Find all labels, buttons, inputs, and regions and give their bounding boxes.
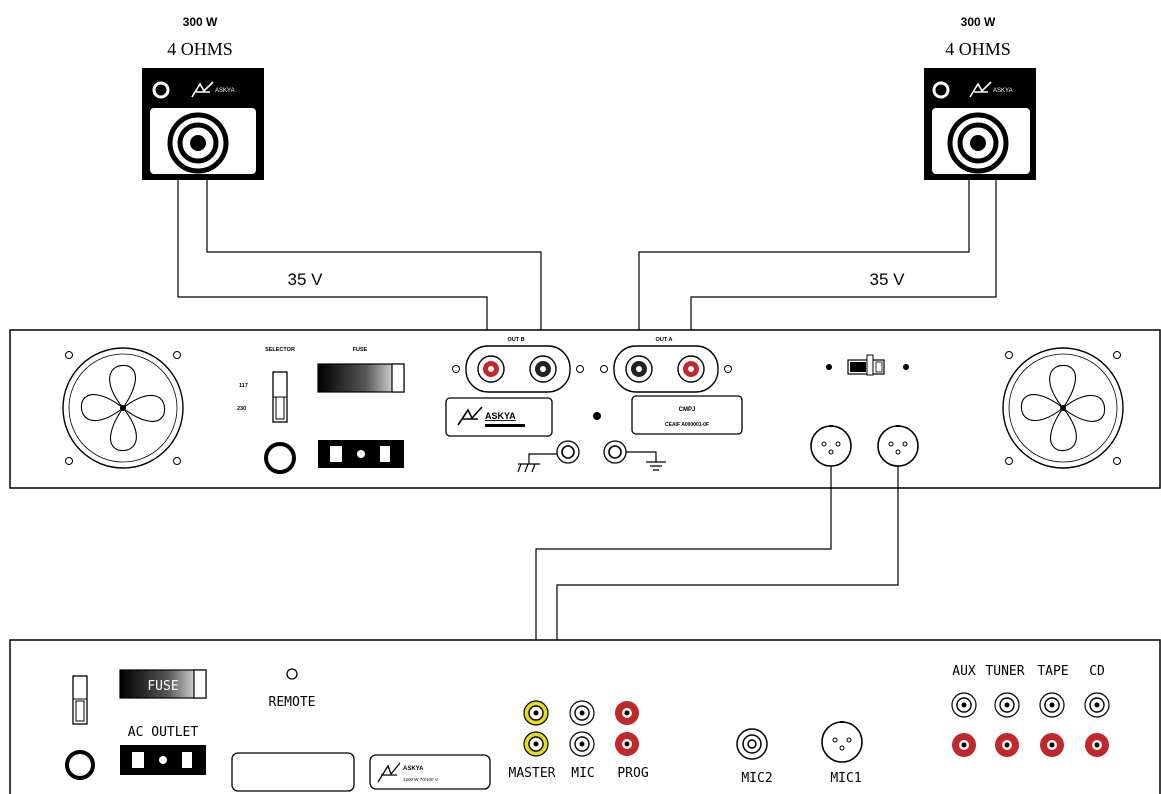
power-amplifier-panel: SELECTOR 117 230 FUSE OUT B: [9, 329, 1161, 489]
blank-plate: [231, 752, 355, 792]
xlr-input-a[interactable]: [810, 425, 852, 467]
ac-outlet-label: AC OUTLET: [128, 725, 199, 740]
selector-label: SELECTOR: [265, 347, 295, 353]
mixer-panel: FUSE AC OUTLET REMOTE ASKYA 1200 W 70/10…: [9, 639, 1161, 794]
remote-label: REMOTE: [269, 695, 316, 710]
prog-jack-bottom[interactable]: [615, 732, 639, 756]
cable-grommet-icon: [65, 750, 95, 780]
cd-jack-red[interactable]: [1085, 733, 1109, 757]
mic1-label: MIC1: [830, 771, 861, 786]
aux-label: AUX: [952, 664, 976, 679]
chassis-ground-terminal[interactable]: [556, 440, 580, 464]
out-b-red-terminal[interactable]: [477, 355, 505, 383]
model-label: CMPJ: [679, 407, 696, 413]
cable-grommet-icon: [264, 442, 296, 474]
prog-jack-top[interactable]: [615, 701, 639, 725]
speaker-left: 300 W 4 OHMS ASKYA: [142, 15, 264, 180]
out-a-red-terminal[interactable]: [677, 355, 705, 383]
speaker-left-impedance: 4 OHMS: [167, 39, 233, 59]
mic-label: MIC: [571, 766, 594, 781]
voltage-option-230: 230: [237, 406, 246, 412]
fan-left-icon: [62, 347, 184, 469]
cd-label: CD: [1089, 664, 1105, 679]
woofer-icon: [947, 112, 1009, 174]
mic-jack-bottom[interactable]: [569, 731, 595, 757]
aux-jack-white[interactable]: [951, 692, 977, 718]
cd-jack-white[interactable]: [1084, 692, 1110, 718]
amp-chassis: [9, 329, 1161, 489]
out-a-label: OUT A: [656, 337, 673, 343]
out-b-label: OUT B: [507, 337, 524, 343]
mixer-brand-plate: [369, 754, 491, 790]
woofer-icon: [167, 112, 229, 174]
prog-label: PROG: [617, 766, 648, 781]
voltage-label-right: 35 V: [870, 270, 906, 289]
tuner-jack-red[interactable]: [995, 733, 1019, 757]
speaker-brand: ASKYA: [215, 88, 235, 94]
cable-right-a: [638, 180, 970, 330]
tape-jack-white[interactable]: [1039, 692, 1065, 718]
fuse-label: FUSE: [353, 347, 368, 353]
mixer-fuse-label: FUSE: [147, 679, 178, 694]
cable-left-a: [177, 180, 488, 330]
tape-jack-red[interactable]: [1040, 733, 1064, 757]
master-label: MASTER: [509, 766, 556, 781]
tuner-label: TUNER: [985, 664, 1024, 679]
speaker-right-impedance: 4 OHMS: [945, 39, 1011, 59]
cable-master-top: [535, 466, 832, 713]
mic1-xlr-jack[interactable]: [821, 721, 863, 763]
speaker-right-power: 300 W: [961, 15, 996, 29]
speaker-left-power: 300 W: [183, 15, 218, 29]
earth-ground-terminal[interactable]: [603, 440, 627, 464]
brand-plate: [445, 397, 553, 437]
askya-logo-icon: [191, 81, 214, 98]
voltage-label-left: 35 V: [288, 270, 324, 289]
tweeter-icon: [152, 81, 170, 99]
tape-label: TAPE: [1037, 664, 1068, 679]
cable-right-b: [690, 180, 997, 330]
askya-logo-icon: [377, 762, 401, 783]
remote-jack[interactable]: [286, 668, 298, 680]
xlr-input-b[interactable]: [877, 425, 919, 467]
voltage-option-117: 117: [239, 383, 248, 389]
master-jack-bottom[interactable]: [523, 731, 549, 757]
chassis-ground-icon: [517, 453, 557, 473]
mic2-jack[interactable]: [736, 728, 768, 760]
fan-right-icon: [1002, 347, 1124, 469]
mixer-brand-sub: 1200 W 70/100 V: [403, 777, 438, 782]
askya-logo-icon: [969, 81, 992, 98]
amp-brand: ASKYA: [485, 411, 516, 421]
model-plate: [631, 395, 743, 435]
earth-ground-icon: [626, 451, 666, 471]
speaker-cables: [177, 180, 997, 330]
out-b-black-terminal[interactable]: [529, 355, 557, 383]
askya-logo-icon: [457, 406, 483, 426]
mixer-brand: ASKYA: [403, 766, 424, 772]
mode-switch[interactable]: [847, 354, 885, 376]
mic2-label: MIC2: [741, 771, 772, 786]
speaker-brand: ASKYA: [993, 88, 1013, 94]
tweeter-icon: [932, 81, 950, 99]
aux-jack-red[interactable]: [952, 733, 976, 757]
tuner-jack-white[interactable]: [994, 692, 1020, 718]
fuse-holder[interactable]: [317, 363, 405, 393]
model-desc: CEAIF A000001-0F: [665, 422, 709, 428]
speaker-right: 300 W 4 OHMS ASKYA: [924, 15, 1036, 180]
screw-icon: [593, 412, 601, 420]
out-a-black-terminal[interactable]: [625, 355, 653, 383]
cable-left-b: [206, 180, 542, 330]
master-jack-top[interactable]: [523, 700, 549, 726]
mic-jack-top[interactable]: [569, 700, 595, 726]
